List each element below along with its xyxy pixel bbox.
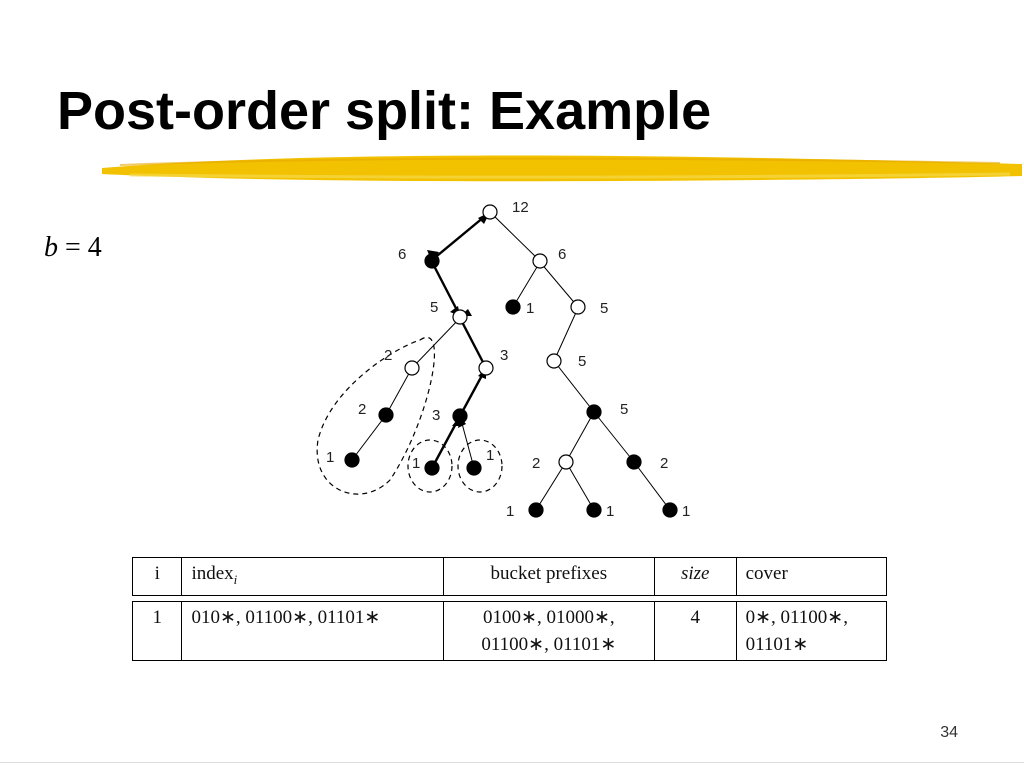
title-highlight-stroke	[102, 155, 1022, 182]
header-index: indexi	[181, 557, 443, 596]
header-i: i	[132, 557, 182, 596]
page-number: 34	[940, 724, 958, 741]
cell-size: 4	[653, 600, 736, 661]
node-label: 5	[578, 353, 586, 370]
tree-node-filled	[662, 502, 678, 518]
header-size: size	[653, 557, 736, 596]
node-label: 6	[398, 246, 406, 263]
node-label: 1	[326, 449, 334, 466]
node-label: 12	[512, 199, 529, 216]
tree-node-open	[452, 309, 468, 325]
table-row: 1 010∗, 01100∗, 01101∗ 0100∗, 01000∗,011…	[132, 600, 887, 661]
cell-cover: 0∗, 01100∗,01101∗	[735, 600, 887, 661]
node-label: 2	[384, 347, 392, 364]
node-label: 5	[600, 300, 608, 317]
tree-node-open	[482, 204, 498, 220]
tree-node-filled	[466, 460, 482, 476]
node-label: 1	[682, 503, 690, 520]
header-cover: cover	[735, 557, 887, 596]
node-label: 1	[526, 300, 534, 317]
parameter-b: b = 4	[44, 232, 102, 264]
tree-node-open	[404, 360, 420, 376]
node-label: 1	[606, 503, 614, 520]
tree-node-open	[546, 353, 562, 369]
node-label: 1	[506, 503, 514, 520]
cell-i: 1	[132, 600, 182, 661]
node-label: 1	[412, 455, 420, 472]
tree-node-filled	[626, 454, 642, 470]
cell-index: 010∗, 01100∗, 01101∗	[181, 600, 443, 661]
node-label: 1	[486, 447, 494, 464]
tree-node-open	[532, 253, 548, 269]
node-label: 5	[620, 401, 628, 418]
slide-title: Post-order split: Example	[57, 81, 712, 141]
dashed-group-left	[316, 336, 436, 495]
cell-bucket-prefixes: 0100∗, 01000∗,01100∗, 01101∗	[442, 600, 654, 661]
header-bucket-prefixes: bucket prefixes	[442, 557, 654, 596]
tree-node-filled	[424, 460, 440, 476]
node-label: 2	[358, 401, 366, 418]
node-label: 5	[430, 299, 438, 316]
node-label: 2	[532, 455, 540, 472]
tree-node-filled	[505, 299, 521, 315]
split-table: i indexi bucket prefixes size cover 1 01…	[132, 557, 887, 661]
param-value: = 4	[58, 232, 102, 263]
bottom-divider	[0, 762, 1024, 763]
dashed-group-mid	[407, 439, 453, 493]
tree-node-open	[478, 360, 494, 376]
prefix-tree-diagram: 12 6 6 5 1 5 2 3 5 2 3 5 1 1 1 2 2 1 1 1	[316, 199, 690, 520]
node-label: 3	[432, 407, 440, 424]
node-label: 2	[660, 455, 668, 472]
node-label: 6	[558, 246, 566, 263]
tree-node-filled	[528, 502, 544, 518]
tree-node-filled	[586, 404, 602, 420]
dashed-group-right	[457, 439, 503, 493]
tree-node-filled	[452, 408, 468, 424]
table-header-row: i indexi bucket prefixes size cover	[132, 557, 887, 596]
tree-node-filled	[378, 407, 394, 423]
tree-node-open	[558, 454, 574, 470]
node-label: 3	[500, 347, 508, 364]
tree-node-filled	[424, 253, 440, 269]
tree-node-open	[570, 299, 586, 315]
tree-node-filled	[344, 452, 360, 468]
tree-node-filled	[586, 502, 602, 518]
param-variable: b	[44, 232, 58, 263]
